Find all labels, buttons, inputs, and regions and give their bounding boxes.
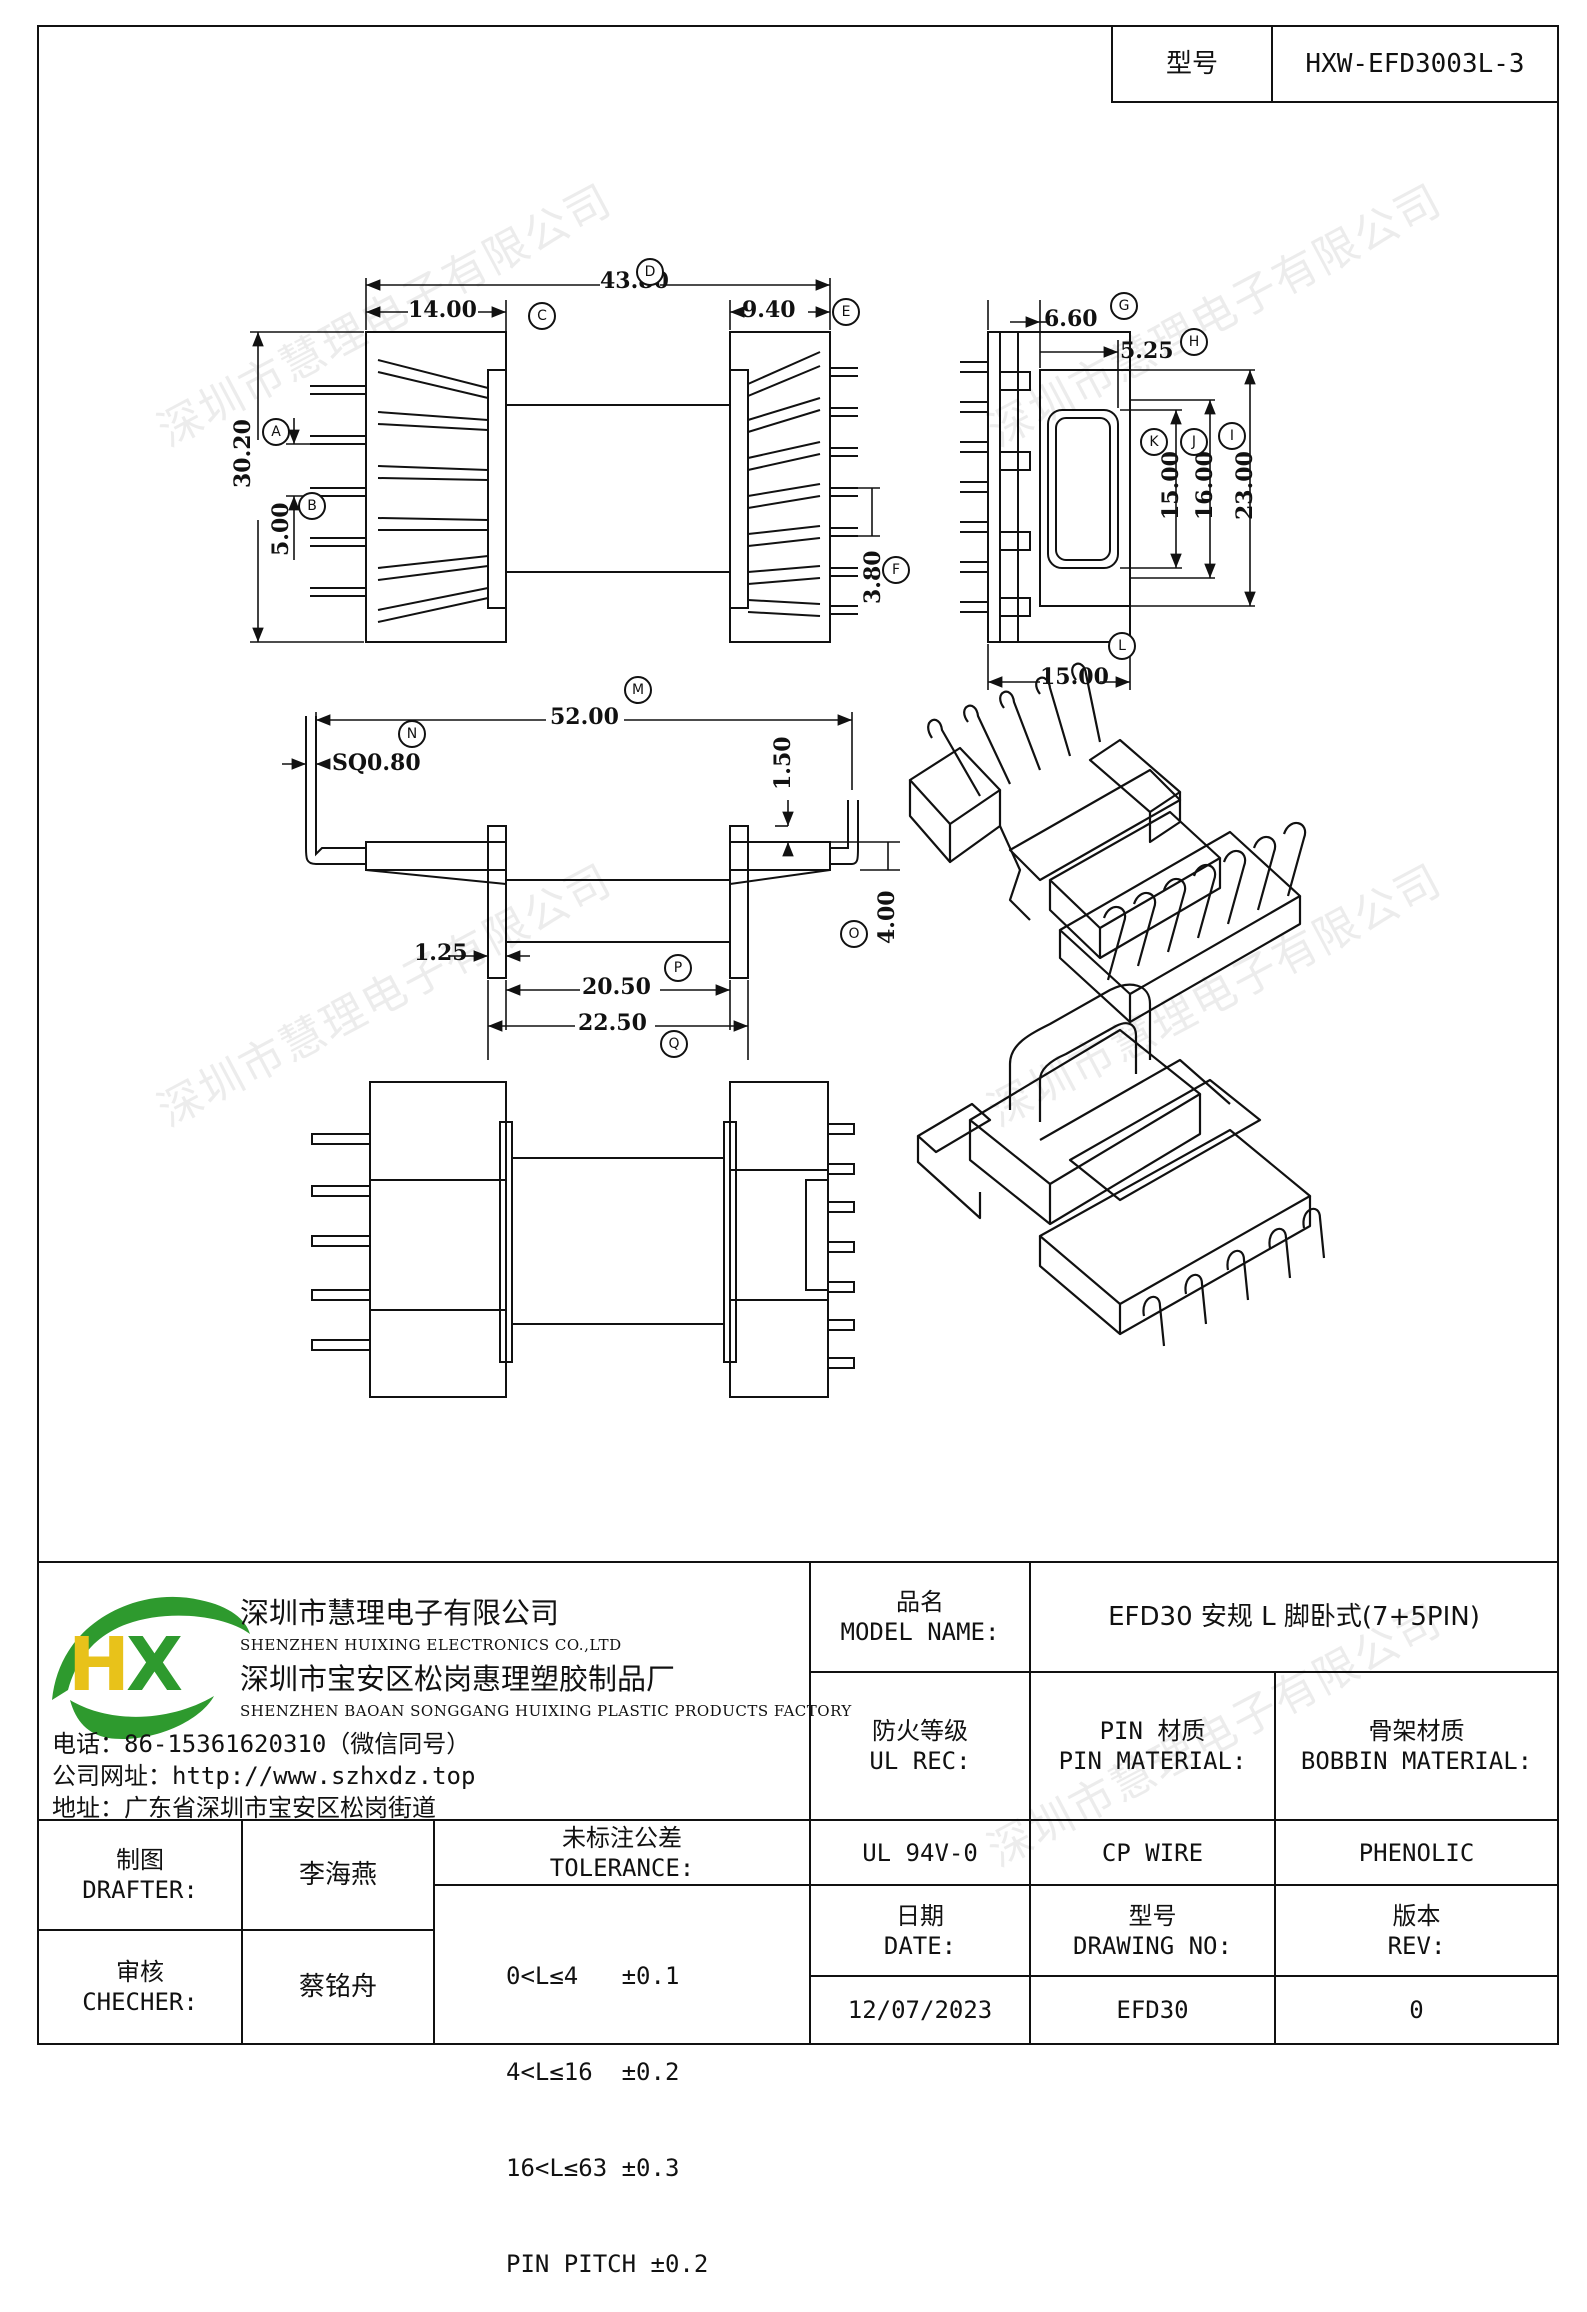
dim-1-50: 1.50 — [770, 736, 796, 790]
sheet-border — [37, 25, 1559, 2045]
side-view-dimensions — [987, 300, 1256, 690]
logo-area: HX — [64, 1600, 224, 1720]
bobbin-material-value: PHENOLIC — [1358, 1838, 1475, 1867]
top-view — [310, 331, 858, 643]
company-website[interactable]: 公司网址：http://www.szhxdz.top — [52, 1762, 476, 1790]
callout-f: F — [882, 556, 910, 584]
callout-h: H — [1180, 328, 1208, 356]
callout-b: B — [298, 492, 326, 520]
factory-name-en: SHENZHEN BAOAN SONGGANG HUIXING PLASTIC … — [240, 1702, 852, 1720]
dim-20-50: 20.50 — [582, 974, 651, 1000]
callout-l: L — [1108, 632, 1136, 660]
logo-letter-h: H — [68, 1622, 130, 1708]
dim-23-00: 23.00 — [1232, 451, 1258, 520]
callout-m: M — [624, 676, 652, 704]
company-logo — [52, 1596, 250, 1739]
dim-sq0-80: SQ0.80 — [332, 750, 421, 776]
dim-4-00: 4.00 — [874, 890, 900, 944]
company-address: 地址：广东省深圳市宝安区松岗街道 — [52, 1794, 436, 1822]
company-phone: 电话：86-15361620310（微信同号） — [52, 1730, 471, 1758]
factory-name-cn: 深圳市宝安区松岗惠理塑胶制品厂 — [240, 1662, 676, 1696]
callout-o: O — [840, 920, 868, 948]
callout-c: C — [528, 302, 556, 330]
dim-1-25: 1.25 — [414, 940, 468, 966]
title-block-grid — [38, 1562, 1558, 2044]
dim-9-40: 9.40 — [742, 297, 796, 323]
dim-15-00-core: 15.00 — [1158, 451, 1184, 520]
isometric-view-bottom — [916, 983, 1326, 1347]
ul-rec-value: UL 94V-0 — [862, 1838, 978, 1867]
tolerance-row: PIN PITCH ±0.2 — [506, 2250, 709, 2278]
rev-value: 0 — [1409, 1996, 1424, 2024]
dim-22-50: 22.50 — [578, 1010, 647, 1036]
callout-g: G — [1110, 292, 1138, 320]
side-view — [960, 331, 1131, 643]
company-name-en: SHENZHEN HUIXING ELECTRONICS CO.,LTD — [240, 1636, 622, 1654]
callout-n: N — [398, 720, 426, 748]
front-view-dimensions — [282, 712, 900, 1060]
drawing-canvas — [37, 25, 1559, 2045]
isometric-view-top — [908, 662, 1307, 1024]
dim-30-20: 30.20 — [230, 419, 256, 488]
bottom-view — [311, 1081, 855, 1398]
checker-name: 蔡铭舟 — [298, 1971, 377, 2002]
dim-6-60: 6.60 — [1044, 306, 1098, 332]
callout-i: I — [1218, 422, 1246, 450]
date-value: 12/07/2023 — [847, 1996, 993, 2024]
dim-16-00: 16.00 — [1192, 451, 1218, 520]
dim-14-00: 14.00 — [408, 297, 477, 323]
callout-j: J — [1180, 428, 1208, 456]
drawing-no-value: EFD30 — [1116, 1996, 1189, 2024]
tolerance-row: 16<L≤63 ±0.3 — [506, 2154, 680, 2182]
top-view-dimensions — [250, 278, 880, 643]
drawing-sheet: 深圳市慧理电子有限公司 深圳市慧理电子有限公司 深圳市慧理电子有限公司 深圳市慧… — [37, 25, 1559, 2278]
callout-a: A — [262, 418, 290, 446]
model-header-box — [1111, 25, 1559, 103]
model-value: HXW-EFD3003L-3 — [1305, 48, 1525, 79]
dim-5-00: 5.00 — [268, 502, 294, 556]
logo-letter-x: X — [125, 1622, 183, 1708]
tolerance-table: 0<L≤4 ±0.1 4<L≤16 ±0.2 16<L≤63 ±0.3 PIN … — [506, 1896, 708, 2312]
model-label: 型号 — [1165, 48, 1218, 79]
callout-k: K — [1140, 428, 1168, 456]
callout-e: E — [832, 298, 860, 326]
company-name-cn: 深圳市慧理电子有限公司 — [240, 1596, 560, 1630]
tolerance-row: 0<L≤4 ±0.1 — [506, 1962, 680, 1990]
dim-3-80: 3.80 — [860, 550, 886, 604]
callout-p: P — [664, 954, 692, 982]
model-name-value: EFD30 安规 L 脚卧式(7+5PIN) — [1108, 1601, 1480, 1632]
logo-text: HX — [68, 1622, 183, 1708]
tolerance-row: 4<L≤16 ±0.2 — [506, 2058, 680, 2086]
dim-52-00: 52.00 — [550, 704, 619, 730]
dim-15-00-width: 15.00 — [1040, 664, 1109, 690]
callout-q: Q — [660, 1030, 688, 1058]
drafter-name: 李海燕 — [298, 1859, 377, 1890]
front-view — [305, 716, 859, 979]
callout-d: D — [636, 258, 664, 286]
pin-material-value: CP WIRE — [1101, 1838, 1204, 1867]
dim-5-25: 5.25 — [1120, 338, 1174, 364]
